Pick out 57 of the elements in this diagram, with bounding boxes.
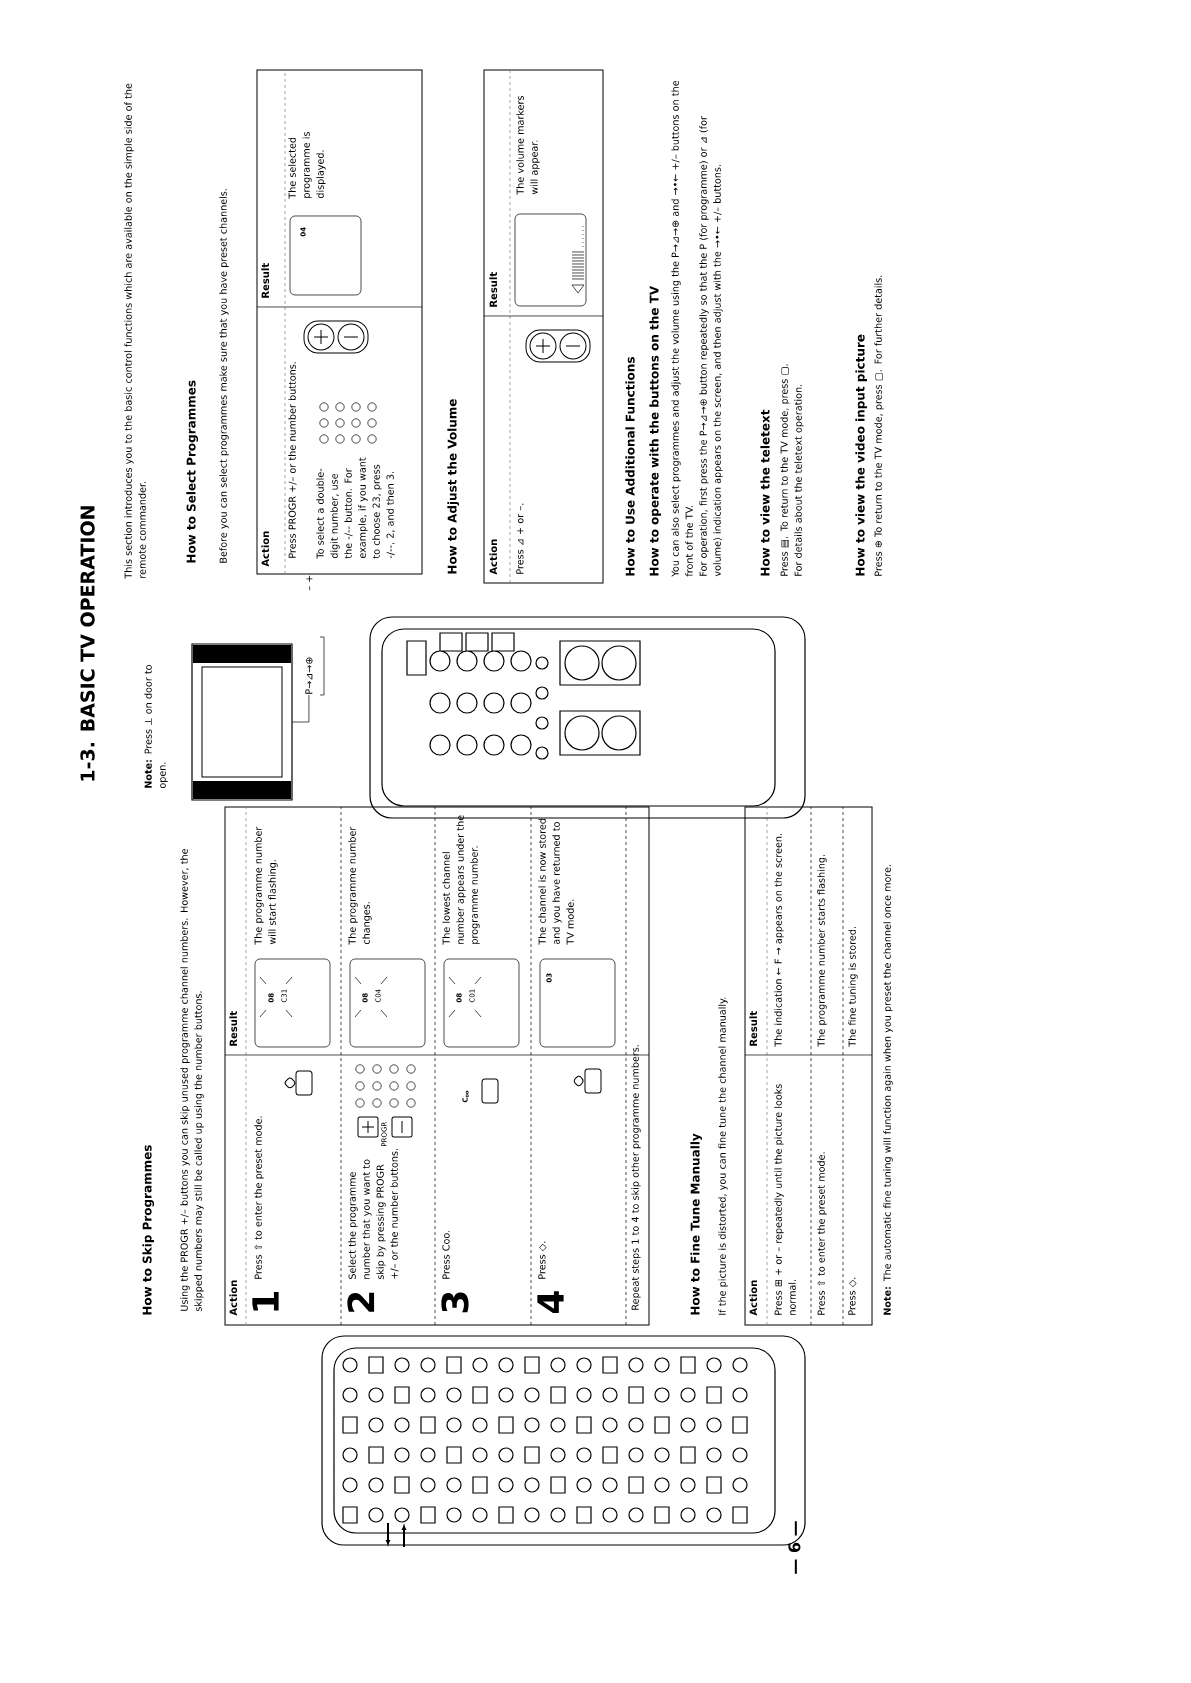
- sub-heading: How to view the video input picture: [855, 334, 867, 576]
- body-text: Before you can select programmes make sure that you have preset channels.: [219, 189, 229, 563]
- button-label: P→⊿→⊕: [305, 657, 313, 694]
- sub-heading: How to operate with the buttons on the TV: [649, 285, 661, 576]
- note-text: Note: The automatic fine tuning will function again when you preset the channel once more.: [883, 865, 893, 1315]
- step-text: Press ◇.: [848, 1277, 857, 1315]
- column-header: Action: [229, 1280, 238, 1316]
- result-text: The indication ← F → appears on the screen.: [774, 834, 784, 1047]
- result-text: The programme number starts flashing.: [817, 855, 827, 1047]
- step-text: Select the programme number that you want to skip by pressing PROGR +/– or the number buttons.: [348, 1149, 399, 1280]
- result-text: The programme number changes.: [348, 826, 372, 945]
- page-title: 1-3. BASIC TV OPERATION: [80, 506, 95, 781]
- step-text: Press ⇧ to enter the preset mode.: [254, 1116, 264, 1279]
- body-text: For operation, first press the P→⊿→⊕ button repeatedly so that the P (for programme) or ⊿ (for volume) indication appears on the screen, and then adjust with the →•← +/– buttons.: [699, 116, 723, 577]
- body-text: Press ▤. To return to the TV mode, press ▢.: [780, 364, 790, 576]
- column-header: Result: [229, 1011, 238, 1046]
- step-text: Press ◇.: [538, 1241, 547, 1279]
- step-number: 3: [441, 1292, 469, 1313]
- body-text: If the picture is distorted, you can fine tune the channel manually.: [718, 997, 728, 1315]
- section-heading: How to Skip Programmes: [142, 1145, 155, 1315]
- step-text: To select a double-digit number, use the -/-- button. For example, if you want to choose 23, press -/--, 2, and then 3.: [316, 457, 395, 559]
- note-text: Note: Press ⊥ on door to open.: [144, 665, 168, 789]
- sub-heading: How to view the teletext: [760, 409, 770, 576]
- section-heading: How to Use Additional Functions: [625, 357, 635, 576]
- step-number: 1: [252, 1292, 279, 1311]
- result-text: The programme number will start flashing.: [254, 826, 278, 945]
- intro-text: Using the PROGR +/– buttons you can skip unused programme channel numbers. However, the skipped numbers may still be called up using the number buttons.: [180, 849, 204, 1312]
- section-heading: How to Adjust the Volume: [447, 399, 460, 574]
- result-text: The lowest channel number appears under the programme number.: [442, 815, 480, 945]
- step-text: Press ⊿ + or –.: [516, 503, 524, 574]
- button-label: – +: [306, 575, 313, 591]
- column-header: Action: [489, 539, 498, 575]
- result-text: The channel is now stored and you have returned to TV mode.: [538, 819, 574, 945]
- column-header: Result: [489, 272, 498, 307]
- step-text: Press PROGR +/– or the number buttons.: [288, 362, 297, 558]
- column-header: Action: [749, 1280, 758, 1316]
- step-text: Press ⊞ + or – repeatedly until the picture looks normal.: [774, 1084, 796, 1315]
- body-text: You can also select programmes and adjust the volume using the P→⊿→⊕ and →•← +/– buttons on the front of the TV.: [671, 80, 693, 577]
- column-header: Result: [261, 263, 270, 298]
- table-note: Repeat steps 1 to 4 to skip other programme numbers.: [631, 1045, 641, 1310]
- step-text: Press ⇧ to enter the preset mode.: [817, 1152, 827, 1315]
- step-text: Press Coo.: [442, 1230, 450, 1279]
- column-header: Action: [261, 531, 270, 567]
- tv-front-drawing: [191, 643, 293, 801]
- intro-text: This section introduces you to the basic control functions which are available on the simple side of the remote commander.: [124, 83, 146, 579]
- section-heading: How to Fine Tune Manually: [690, 1133, 703, 1315]
- step-number: 2: [347, 1292, 375, 1312]
- body-text: Press ⊕ To return to the TV mode, press ▢. For further details.: [874, 275, 884, 576]
- column-header: Result: [749, 1011, 758, 1046]
- result-text: The fine tuning is stored.: [848, 927, 858, 1047]
- page-number: — 6 —: [788, 1521, 801, 1574]
- leader-line: [291, 694, 310, 723]
- body-text: For details about the teletext operation.: [794, 384, 804, 576]
- result-text: The selected programme is displayed.: [288, 132, 326, 199]
- result-text: The volume markers will appear.: [516, 96, 540, 195]
- section-heading: How to Select Programmes: [186, 380, 199, 563]
- step-number: 4: [537, 1291, 564, 1314]
